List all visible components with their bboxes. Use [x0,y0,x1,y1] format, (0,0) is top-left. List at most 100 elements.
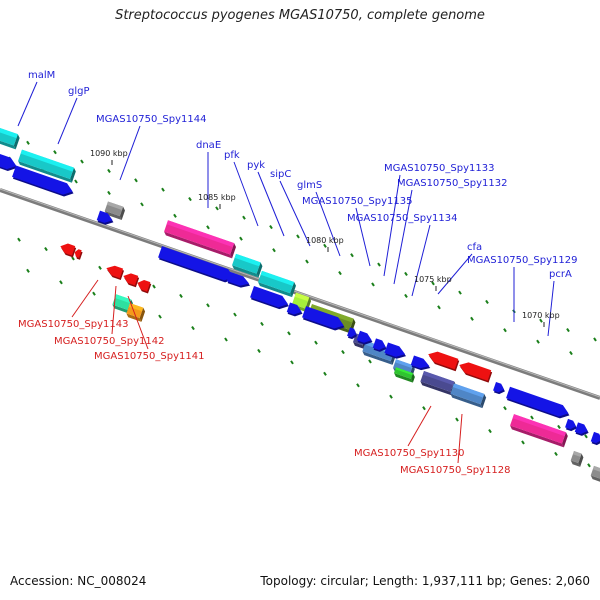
tick-mark [455,417,459,422]
gene-label-bottom[interactable]: MGAS10750_Spy1141 [94,351,204,362]
gene-block[interactable] [384,342,408,362]
gene-block[interactable] [12,165,76,200]
tick-mark [53,150,57,155]
gene-block[interactable] [163,220,237,259]
gene-block[interactable] [372,338,389,353]
tick-mark [173,213,177,218]
tick-mark [485,299,489,305]
tick-mark [71,256,75,261]
gene-block[interactable] [135,278,152,294]
tick-mark [26,140,30,145]
gene-block[interactable] [590,431,600,447]
tick-mark [536,339,540,344]
tick-mark [80,159,84,164]
tick-mark [584,434,588,439]
gene-block[interactable] [574,422,591,437]
tick-mark [557,424,561,429]
gene-label-bottom[interactable]: MGAS10750_Spy1130 [354,448,464,459]
leader-line [119,125,141,181]
gene-block[interactable] [506,386,572,421]
gene-block[interactable] [58,241,77,258]
gene-block[interactable] [0,121,21,150]
tick-mark [539,318,543,323]
gene-block[interactable] [457,360,493,383]
gene-block[interactable] [509,414,569,448]
tick-mark [470,316,474,321]
gene-label-top[interactable]: MGAS10750_Spy1133 [384,163,494,174]
gene-block[interactable] [286,302,304,319]
tick-mark [59,280,63,285]
tick-mark [323,243,327,248]
tick-mark [368,359,372,364]
gene-block[interactable] [302,306,348,333]
tick-mark [257,348,261,353]
leader-line [457,413,463,464]
genome-backbone [0,188,600,400]
leader-line [411,224,431,297]
gene-block[interactable] [226,271,252,291]
gene-block[interactable] [426,349,460,372]
gene-label-top[interactable]: cfa [467,242,482,253]
tick-mark [350,253,354,258]
tick-mark [389,394,393,399]
gene-label-bottom[interactable]: MGAS10750_Spy1142 [54,336,164,347]
gene-label-top[interactable]: MGAS10750_Spy1132 [397,178,507,189]
gene-block[interactable] [104,263,125,281]
gene-block[interactable] [111,294,134,314]
leader-line [71,279,99,318]
tick-mark [161,187,165,192]
gene-label-top[interactable]: pcrA [549,269,572,280]
gene-label-bottom[interactable]: MGAS10750_Spy1143 [18,319,128,330]
tick-mark [593,337,597,342]
gene-label-top[interactable]: dnaE [196,140,221,151]
gene-block[interactable] [590,465,600,483]
gene-label-top[interactable]: sipC [270,169,291,180]
gene-block[interactable] [231,253,263,278]
gene-label-top[interactable]: glmS [297,180,322,191]
gene-block[interactable] [158,246,238,285]
gene-block[interactable] [393,367,416,383]
gene-label-top[interactable]: MGAS10750_Spy1144 [96,114,206,125]
tick-mark [44,247,48,252]
tick-mark [134,178,138,183]
gene-block[interactable] [250,286,292,312]
gene-label-top[interactable]: pyk [247,160,265,171]
leader-line [547,280,555,337]
tick-mark [404,271,408,276]
tick-mark [503,406,507,411]
gene-block[interactable] [125,303,146,322]
tick-mark [356,383,360,388]
gene-block[interactable] [73,248,83,260]
gene-block[interactable] [17,149,77,183]
gene-block[interactable] [121,271,140,288]
tick-mark [437,305,441,310]
gene-label-bottom[interactable]: MGAS10750_Spy1128 [400,465,510,476]
leader-line [57,97,78,145]
tick-mark [377,262,381,267]
gene-block[interactable] [96,210,115,227]
gene-block[interactable] [356,330,374,347]
gene-label-top[interactable]: MGAS10750_Spy1135 [302,196,412,207]
gene-block[interactable] [565,418,579,433]
tick-mark [17,237,21,242]
gene-block[interactable] [449,383,487,409]
gene-block[interactable] [570,450,585,467]
tick-mark [341,350,345,355]
gene-block[interactable] [410,355,432,373]
gene-block[interactable] [104,201,126,220]
gene-block[interactable] [347,327,359,340]
gene-block[interactable] [0,150,20,174]
gene-label-top[interactable]: pfk [224,150,240,161]
gene-label-top[interactable]: MGAS10750_Spy1129 [467,255,577,266]
gene-label-top[interactable]: MGAS10750_Spy1134 [347,213,457,224]
leader-line [257,171,285,237]
gene-label-top[interactable]: glgP [68,86,90,97]
gene-label-top[interactable]: malM [28,70,55,81]
tick-mark [554,451,558,456]
tick-mark [296,234,300,239]
tick-mark [338,270,342,276]
gene-block[interactable] [257,270,297,298]
kbp-label: 1085 kbp [198,193,236,202]
gene-block[interactable] [493,381,507,396]
